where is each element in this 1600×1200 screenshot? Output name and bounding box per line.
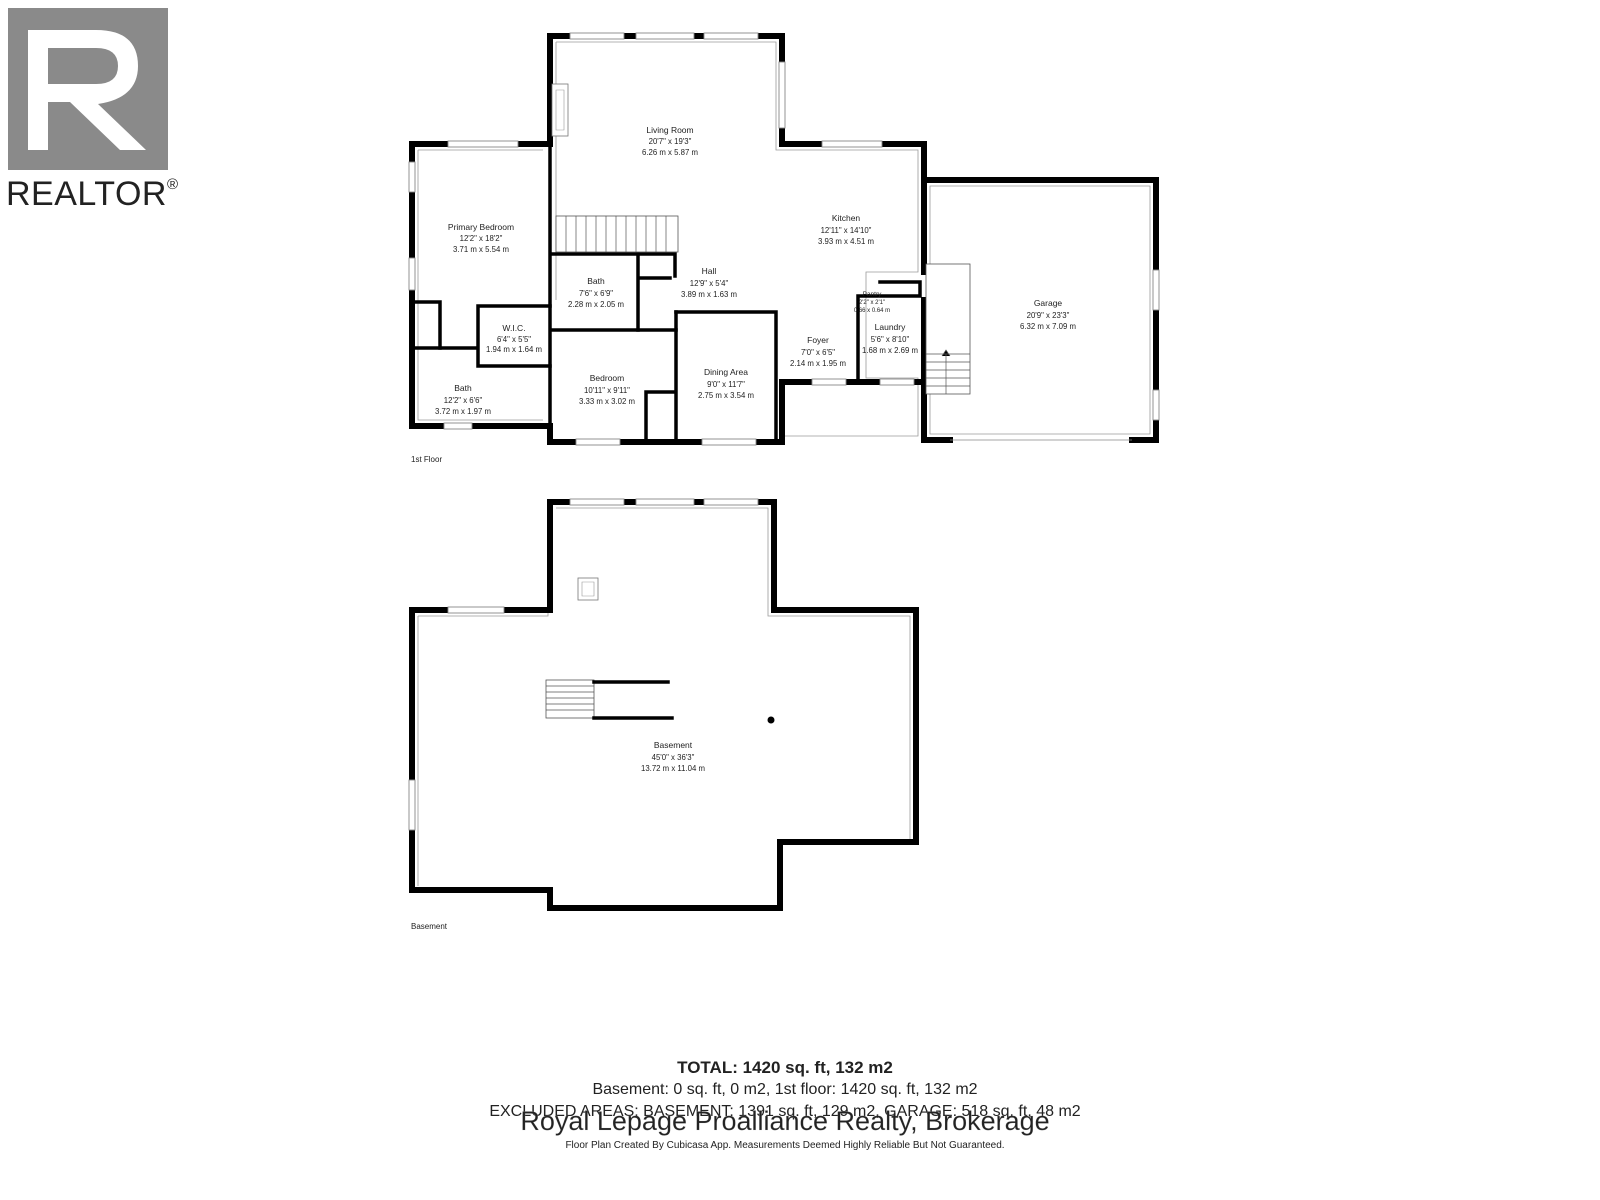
area-breakdown: Basement: 0 sq. ft, 0 m2, 1st floor: 142…: [592, 1081, 977, 1098]
room-imperial: 12'2" x 6'6": [444, 396, 483, 405]
room-imperial: 45'0" x 36'3": [652, 753, 695, 762]
room-metric: 1.94 m x 1.64 m: [486, 345, 542, 354]
floor-label-first: 1st Floor: [411, 455, 442, 464]
registered-mark: ®: [167, 176, 178, 193]
room-primary-bedroom: Primary Bedroom 12'2" x 18'2" 3.71 m x 5…: [448, 222, 514, 254]
room-dining: Dining Area 9'0" x 11'7" 2.75 m x 3.54 m: [698, 367, 754, 400]
basement-fireplace: [577, 577, 599, 601]
room-metric: 2.75 m x 3.54 m: [698, 391, 754, 400]
room-metric: 6.32 m x 7.09 m: [1020, 322, 1076, 331]
room-imperial: 12'2" x 18'2": [460, 234, 503, 243]
brokerage-watermark: Royal Lepage Proalliance Realty, Brokera…: [520, 1106, 1049, 1136]
room-name: Primary Bedroom: [448, 222, 514, 232]
room-metric: 3.93 m x 4.51 m: [818, 237, 874, 246]
total-area: TOTAL: 1420 sq. ft, 132 m2: [677, 1058, 893, 1077]
room-name: W.I.C.: [502, 323, 525, 333]
room-living: Living Room 20'7" x 19'3" 6.26 m x 5.87 …: [642, 125, 698, 157]
room-name: Hall: [702, 266, 717, 276]
room-metric: 1.68 m x 2.69 m: [862, 346, 918, 355]
realtor-r-glyph: [28, 30, 146, 150]
room-name: Dining Area: [704, 367, 748, 377]
room-imperial: 20'7" x 19'3": [649, 137, 692, 146]
windows-first-floor: [408, 32, 915, 446]
room-imperial: 7'6" x 6'9": [579, 289, 613, 298]
room-bath-upper: Bath 7'6" x 6'9" 2.28 m x 2.05 m: [568, 276, 624, 309]
room-name: Laundry: [875, 322, 906, 332]
room-name: Garage: [1034, 298, 1063, 308]
room-wic: W.I.C. 6'4" x 5'5" 1.94 m x 1.64 m: [486, 323, 542, 354]
room-imperial: 6'4" x 5'5": [497, 335, 531, 344]
room-metric: 3.71 m x 5.54 m: [453, 245, 509, 254]
room-name: Bedroom: [590, 373, 625, 383]
room-metric: 3.33 m x 3.02 m: [579, 397, 635, 406]
room-metric: 6.26 m x 5.87 m: [642, 148, 698, 157]
basement-wall-west-south: [409, 499, 919, 911]
room-kitchen: Kitchen 12'11" x 14'10" 3.93 m x 4.51 m: [818, 213, 874, 246]
plan-credit: Floor Plan Created By Cubicasa App. Meas…: [565, 1140, 1004, 1151]
realtor-logo: REALTOR ®: [6, 8, 178, 213]
support-post: [767, 716, 775, 724]
room-imperial: 10'11" x 9'11": [584, 386, 630, 395]
realtor-logo-text: REALTOR: [6, 175, 167, 213]
room-laundry: Laundry 5'6" x 8'10" 1.68 m x 2.69 m: [862, 322, 918, 355]
room-imperial: 12'9" x 5'4": [690, 279, 729, 288]
first-floor-plan: Living Room 20'7" x 19'3" 6.26 m x 5.87 …: [408, 32, 1160, 464]
room-bath-lower: Bath 12'2" x 6'6" 3.72 m x 1.97 m: [435, 383, 491, 416]
room-imperial: 12'11" x 14'10": [821, 226, 872, 235]
room-hall: Hall 12'9" x 5'4" 3.89 m x 1.63 m: [681, 266, 737, 299]
room-metric: 3.89 m x 1.63 m: [681, 290, 737, 299]
room-pantry: Pantry 2'2" x 2'1" 0.66 x 0.64 m: [854, 291, 890, 314]
room-imperial: 2'2" x 2'1": [859, 300, 885, 306]
garage-structure: [921, 177, 1160, 443]
floor-label-basement: Basement: [411, 922, 448, 931]
room-name: Foyer: [807, 335, 829, 345]
room-metric: 0.66 x 0.64 m: [854, 308, 890, 314]
room-basement: Basement 45'0" x 36'3" 13.72 m x 11.04 m: [641, 740, 705, 773]
stairs-first-floor: [555, 215, 679, 253]
room-name: Pantry: [863, 291, 883, 298]
room-metric: 2.28 m x 2.05 m: [568, 300, 624, 309]
fireplace-first-floor: [551, 83, 569, 137]
room-metric: 2.14 m x 1.95 m: [790, 359, 846, 368]
room-imperial: 9'0" x 11'7": [707, 380, 745, 389]
room-imperial: 20'9" x 23'3": [1027, 311, 1070, 320]
room-imperial: 7'0" x 6'5": [801, 348, 835, 357]
room-name: Living Room: [646, 125, 693, 135]
room-foyer: Foyer 7'0" x 6'5" 2.14 m x 1.95 m: [790, 335, 846, 368]
room-name: Basement: [654, 740, 693, 750]
basement-plan: Basement 45'0" x 36'3" 13.72 m x 11.04 m…: [408, 498, 919, 931]
room-metric: 3.72 m x 1.97 m: [435, 407, 491, 416]
windows-basement: [408, 498, 759, 831]
room-imperial: 5'6" x 8'10": [871, 335, 910, 344]
stairs-basement: [545, 679, 674, 720]
room-metric: 13.72 m x 11.04 m: [641, 764, 705, 773]
area-summary: TOTAL: 1420 sq. ft, 132 m2 Basement: 0 s…: [489, 1058, 1080, 1151]
room-bedroom: Bedroom 10'11" x 9'11" 3.33 m x 3.02 m: [579, 373, 635, 406]
basement-wall-north-east: [547, 499, 919, 845]
room-name: Bath: [454, 383, 472, 393]
room-name: Kitchen: [832, 213, 861, 223]
room-name: Bath: [587, 276, 605, 286]
excluded-areas: EXCLUDED AREAS: BASEMENT: 1391 sq. ft, 1…: [489, 1103, 1080, 1120]
room-garage: Garage 20'9" x 23'3" 6.32 m x 7.09 m: [1020, 298, 1076, 331]
